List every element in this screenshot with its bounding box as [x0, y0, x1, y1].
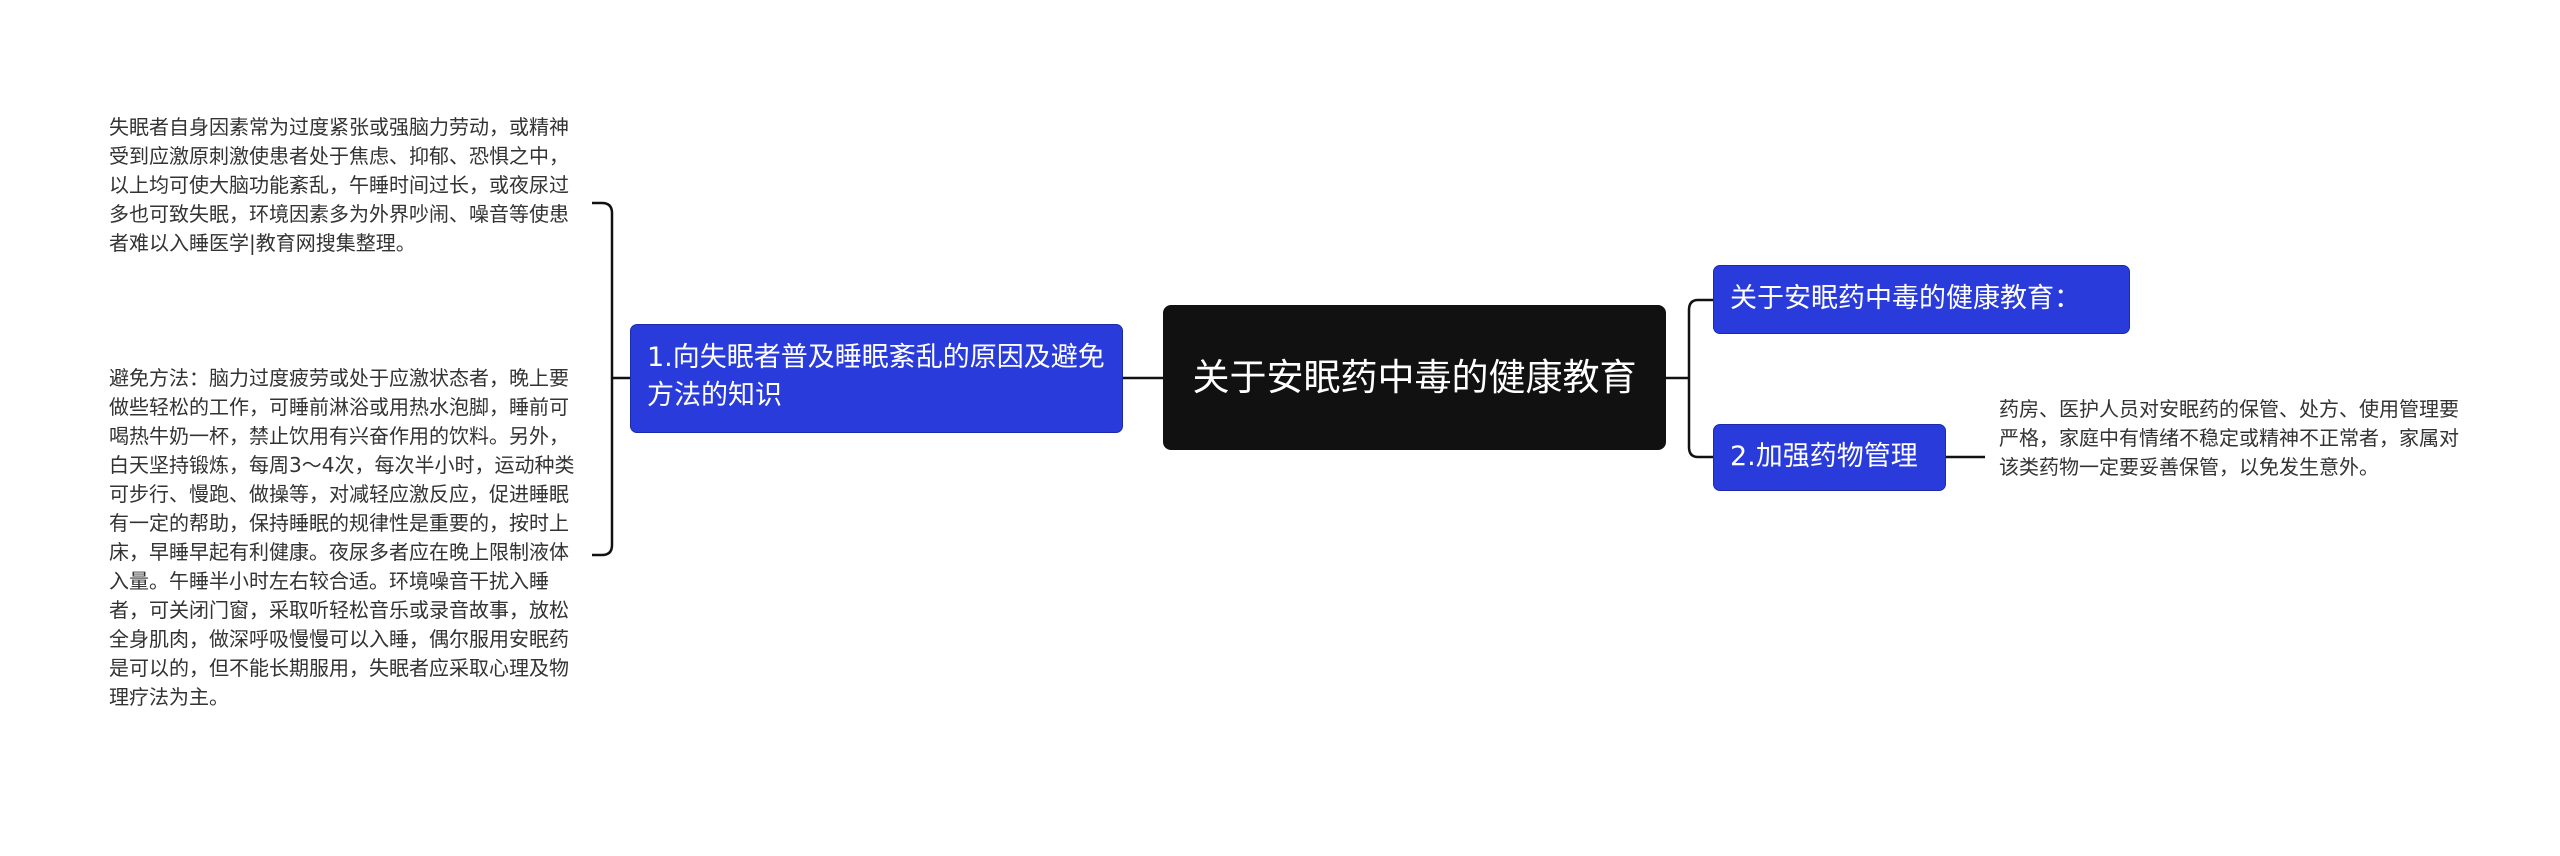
- note-prevention-text: 避免方法：脑力过度疲劳或处于应激状态者，晚上要做些轻松的工作，可睡前淋浴或用热水…: [109, 366, 575, 709]
- center-topic-label: 关于安眠药中毒的健康教育: [1192, 355, 1637, 399]
- note-causes-text: 失眠者自身因素常为过度紧张或强脑力劳动，或精神受到应激原刺激使患者处于焦虑、抑郁…: [109, 115, 569, 255]
- note-causes: 失眠者自身因素常为过度紧张或强脑力劳动，或精神受到应激原刺激使患者处于焦虑、抑郁…: [109, 113, 579, 258]
- branch-right-topic-2[interactable]: 2.加强药物管理: [1713, 424, 1946, 491]
- branch-right-topic-1[interactable]: 关于安眠药中毒的健康教育：: [1713, 265, 2130, 334]
- branch-left-topic[interactable]: 1.向失眠者普及睡眠紊乱的原因及避免方法的知识: [630, 324, 1123, 433]
- connector-right-fork: [1687, 298, 1713, 459]
- connector-left-bracket: [601, 201, 630, 557]
- note-drug-management: 药房、医护人员对安眠药的保管、处方、使用管理要严格，家庭中有情绪不稳定或精神不正…: [1999, 395, 2469, 482]
- branch-left-label: 1.向失眠者普及睡眠紊乱的原因及避免方法的知识: [647, 342, 1105, 411]
- branch-right-2-label: 2.加强药物管理: [1730, 441, 1918, 472]
- center-topic[interactable]: 关于安眠药中毒的健康教育: [1163, 305, 1666, 450]
- note-prevention: 避免方法：脑力过度疲劳或处于应激状态者，晚上要做些轻松的工作，可睡前淋浴或用热水…: [109, 364, 579, 712]
- branch-right-1-label: 关于安眠药中毒的健康教育：: [1730, 283, 2081, 314]
- note-drug-management-text: 药房、医护人员对安眠药的保管、处方、使用管理要严格，家庭中有情绪不稳定或精神不正…: [1999, 397, 2459, 479]
